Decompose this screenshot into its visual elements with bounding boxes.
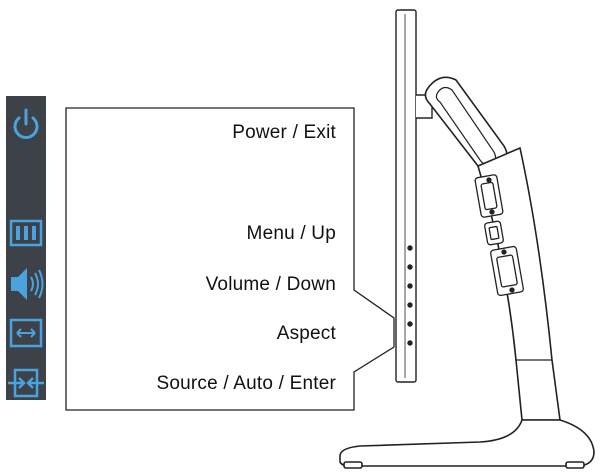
source-icon xyxy=(8,368,44,398)
label-menu-up: Menu / Up xyxy=(246,223,336,244)
label-power-exit: Power / Exit xyxy=(232,122,336,143)
label-source-auto-enter: Source / Auto / Enter xyxy=(156,373,336,394)
menu-icon xyxy=(9,219,43,247)
monitor-stand xyxy=(339,76,595,469)
callout-box xyxy=(65,107,395,411)
label-aspect: Aspect xyxy=(276,323,336,344)
label-volume-down: Volume / Down xyxy=(205,274,336,295)
volume-icon xyxy=(11,268,44,300)
power-icon xyxy=(13,108,39,139)
monitor-side-view xyxy=(395,9,433,383)
port-panel xyxy=(474,174,524,297)
aspect-icon xyxy=(9,318,43,348)
button-icon-strip xyxy=(6,96,46,400)
